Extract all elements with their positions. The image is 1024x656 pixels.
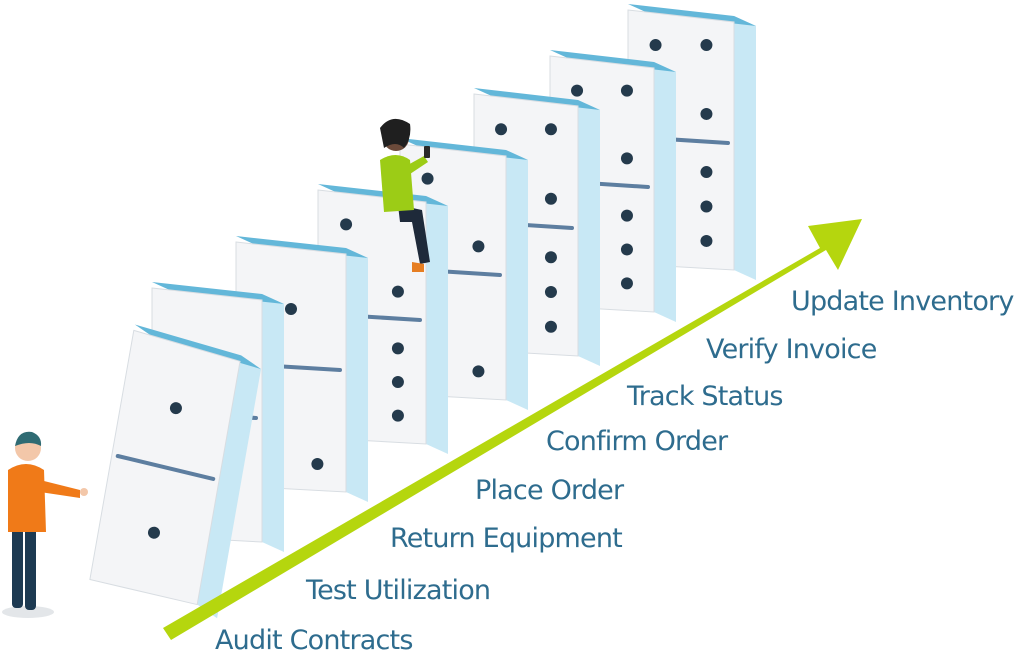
shirt: [8, 464, 46, 532]
left-leg: [12, 528, 23, 608]
step-label-test-utilization: Test Utilization: [306, 575, 491, 606]
domino-side: [426, 196, 448, 454]
domino-pip: [391, 285, 404, 298]
domino-side: [654, 62, 676, 322]
domino-pip: [620, 277, 633, 290]
person-observer: [380, 118, 430, 272]
step-label-audit-contracts: Audit Contracts: [215, 625, 413, 656]
hand: [80, 488, 88, 496]
shoe: [412, 262, 424, 272]
arm: [406, 156, 428, 174]
domino-pip: [391, 342, 404, 355]
domino-pip: [700, 200, 713, 213]
step-label-update-inventory: Update Inventory: [791, 286, 1014, 317]
domino-pip: [544, 286, 557, 298]
people-group: [2, 118, 430, 618]
domino-pip: [285, 303, 297, 315]
domino-divider: [115, 454, 216, 481]
domino-pip: [620, 152, 633, 165]
domino-side: [262, 294, 284, 552]
domino-side: [346, 248, 368, 502]
domino-pip: [544, 251, 557, 264]
domino-pip: [340, 218, 353, 231]
step-label-verify-invoice: Verify Invoice: [706, 334, 877, 365]
domino-pip: [620, 209, 633, 222]
domino-pip: [700, 107, 713, 120]
domino-pip: [472, 240, 485, 253]
domino-pip: [620, 243, 633, 256]
domino-pip: [147, 526, 160, 539]
domino-pip: [472, 365, 485, 378]
domino-1: [89, 324, 262, 619]
domino-pip: [391, 409, 404, 422]
domino-pip: [544, 320, 557, 333]
dominoes-group: [89, 4, 756, 619]
arrow-shape: [163, 219, 862, 640]
domino-pip: [620, 84, 633, 97]
domino-pip: [391, 376, 404, 388]
domino-side: [578, 100, 600, 366]
legs: [398, 205, 430, 264]
step-label-confirm-order: Confirm Order: [546, 426, 728, 457]
domino-pip: [495, 123, 508, 136]
domino-side: [197, 355, 262, 619]
domino-pip: [421, 172, 434, 185]
domino-pip: [700, 39, 713, 52]
domino-pip: [571, 84, 584, 97]
pointing-arm: [40, 480, 80, 498]
shadow: [2, 606, 54, 618]
step-label-track-status: Track Status: [627, 381, 783, 412]
hair: [15, 431, 42, 446]
progress-arrow: [163, 219, 862, 640]
phone-icon: [424, 146, 430, 158]
shirt: [380, 155, 414, 212]
domino-side: [734, 16, 756, 280]
step-label-place-order: Place Order: [475, 475, 624, 506]
step-label-return-equipment: Return Equipment: [390, 523, 623, 554]
domino-pip: [169, 402, 182, 415]
domino-pip: [700, 166, 713, 179]
domino-side: [506, 150, 528, 410]
domino-pip: [544, 192, 557, 205]
domino-pip: [700, 234, 713, 247]
domino-pip: [311, 458, 324, 471]
right-leg: [25, 528, 36, 610]
person-pusher: [2, 431, 88, 618]
hair: [380, 118, 411, 148]
domino-pip: [649, 39, 662, 52]
domino-pip: [544, 123, 557, 136]
